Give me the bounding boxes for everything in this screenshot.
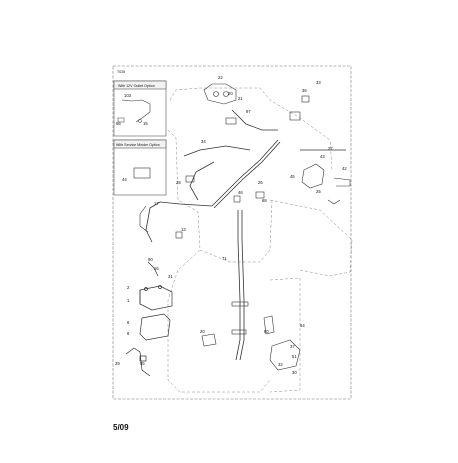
ref-8: 8 [127, 331, 130, 336]
ref-20: 20 [228, 91, 233, 96]
ref-80: 80 [264, 329, 269, 334]
ref-45: 45 [290, 174, 295, 179]
battery-group [125, 261, 173, 377]
ref-13: 13 [181, 227, 186, 232]
ref-31: 31 [168, 274, 173, 279]
chassis-outline [167, 87, 353, 393]
ref-17: 17 [154, 201, 159, 206]
ref-29: 29 [115, 361, 120, 366]
ref-36: 36 [302, 88, 307, 93]
right-components [233, 95, 351, 205]
ref-22: 22 [218, 75, 223, 80]
part-reference-labels: 22 20 21 97 33 36 34 27 43 42 45 25 28 2… [115, 75, 347, 375]
inset-service-minder: With Service Minder Option 44 [113, 139, 167, 196]
ref-2: 2 [127, 285, 130, 290]
ref-42: 42 [342, 166, 347, 171]
left-components [139, 175, 195, 239]
ref-56: 56 [116, 121, 121, 126]
ref-25: 25 [316, 189, 321, 194]
main-harness [145, 109, 346, 361]
ref-32: 32 [278, 362, 283, 367]
ref-46: 46 [238, 190, 243, 195]
ref-6: 6 [127, 320, 130, 325]
ref-16: 16 [154, 266, 159, 271]
diagram-frame [112, 65, 352, 400]
inset-service-minder-title: With Service Minder Option [116, 143, 160, 147]
ref-1: 1 [127, 298, 130, 303]
ref-26: 26 [258, 180, 263, 185]
ref-97: 97 [246, 109, 251, 114]
page-date: 5/09 [113, 423, 129, 432]
ref-103: 103 [124, 93, 132, 98]
ref-43: 43 [320, 154, 325, 159]
ref-54: 54 [300, 323, 305, 328]
ref-28: 28 [176, 180, 181, 185]
ref-37: 37 [290, 344, 295, 349]
ref-71: 71 [222, 256, 227, 261]
ref-34: 34 [201, 139, 206, 144]
ref-20b: 20 [200, 329, 205, 334]
ref-90: 90 [148, 257, 153, 262]
ref-44: 44 [122, 177, 127, 182]
service-minder-module [133, 167, 151, 179]
lower-components [201, 301, 301, 371]
ref-51: 51 [292, 354, 297, 359]
diagram-code: T026 [117, 70, 125, 74]
inset-12v-title: With 12V Outlet Option [118, 84, 155, 88]
ref-21: 21 [238, 96, 243, 101]
ref-55: 55 [140, 361, 145, 366]
ref-33: 33 [316, 80, 321, 85]
ref-68: 68 [262, 198, 267, 203]
top-connector-group [203, 83, 237, 125]
ref-30: 30 [292, 370, 297, 375]
ref-15: 15 [143, 121, 148, 126]
inset-12v-outlet: With 12V Outlet Option 103 56 15 [113, 80, 167, 137]
ref-27: 27 [328, 146, 333, 151]
